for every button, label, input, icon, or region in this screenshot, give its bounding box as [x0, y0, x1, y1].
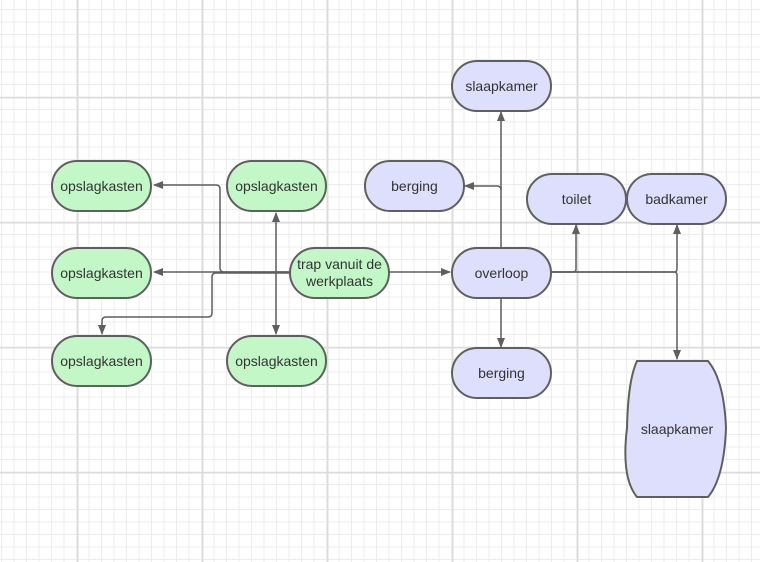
node-slaapkamer-bottom-shape[interactable]: [624, 360, 728, 498]
edge-overloop-to-badkamer[interactable]: [551, 224, 681, 273]
node-slaapkamer-top[interactable]: slaapkamer: [451, 60, 552, 112]
node-opslagkasten-middle-left[interactable]: opslagkasten: [51, 247, 152, 299]
node-opslagkasten-top-center[interactable]: opslagkasten: [226, 160, 327, 212]
node-label: opslagkasten: [235, 352, 318, 369]
node-label: berging: [478, 364, 525, 381]
node-label: opslagkasten: [235, 177, 318, 194]
node-overloop[interactable]: overloop: [451, 247, 552, 299]
node-opslagkasten-bottom-left[interactable]: opslagkasten: [51, 335, 152, 387]
node-label: slaapkamer: [465, 77, 538, 94]
node-label: opslagkasten: [60, 177, 143, 194]
node-label: toilet: [561, 190, 592, 207]
node-opslagkasten-top-left[interactable]: opslagkasten: [51, 160, 152, 212]
edge-overloop-to-toilet[interactable]: [551, 224, 580, 273]
node-trap-vanuit-de-werkplaats[interactable]: trap vanuit de werkplaats: [289, 247, 390, 299]
node-toilet[interactable]: toilet: [526, 173, 627, 225]
node-label: overloop: [474, 264, 529, 281]
node-label: trap vanuit de werkplaats: [297, 256, 382, 289]
node-berging-top[interactable]: berging: [364, 160, 465, 212]
node-badkamer[interactable]: badkamer: [626, 173, 727, 225]
node-berging-bottom[interactable]: berging: [451, 347, 552, 399]
node-label: badkamer: [645, 190, 708, 207]
edge-overloop-to-slaapkamer-bottom[interactable]: [551, 271, 681, 360]
node-label: berging: [391, 177, 438, 194]
node-label: opslagkasten: [60, 352, 143, 369]
node-slaapkamer-bottom[interactable]: slaapkamer: [627, 361, 727, 497]
edge-overloop-to-berging-top[interactable]: [464, 182, 502, 191]
edge-trap-to-opslag-bottom-left[interactable]: [98, 272, 289, 335]
node-label: opslagkasten: [60, 264, 143, 281]
node-opslagkasten-bottom-center[interactable]: opslagkasten: [226, 335, 327, 387]
node-label: slaapkamer: [640, 421, 714, 437]
